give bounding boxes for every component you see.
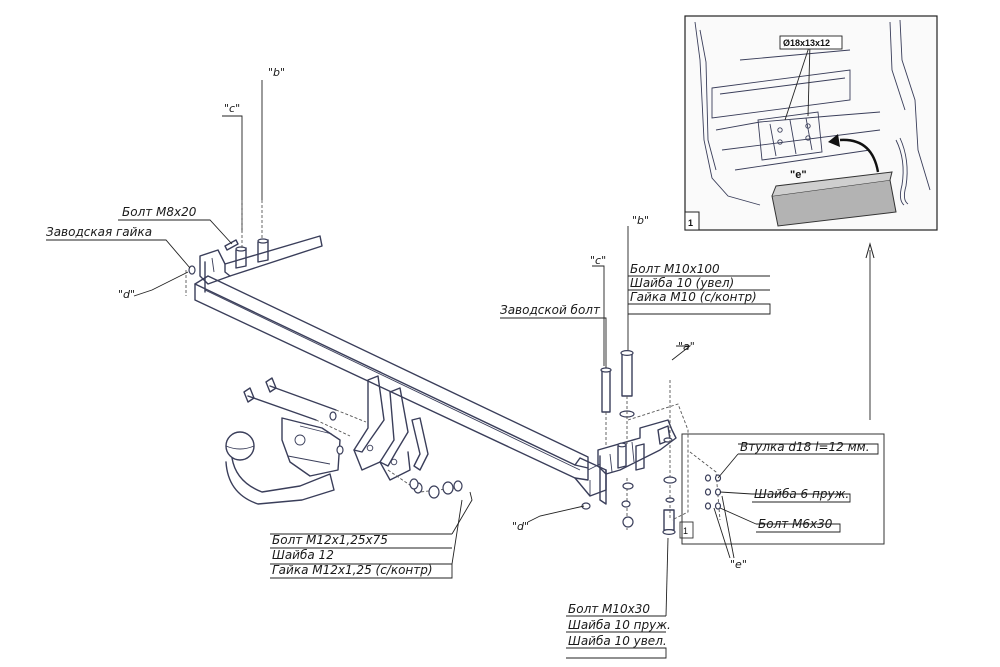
label-nut-m10-lock: Гайка М10 (с/контр) xyxy=(630,290,757,304)
inset-detail-view: 1 Ø18x13x12 "e" xyxy=(684,15,938,231)
callout-e: "e" xyxy=(730,558,747,571)
label-bolt-m12: Болт М12х1,25х75 xyxy=(272,533,388,547)
label-bolt-m10x100: Болт М10х100 xyxy=(630,262,720,276)
detail-link-arrow-icon xyxy=(865,242,875,259)
label-cage-bolt: Заводской болт xyxy=(500,303,601,317)
label-washer-6-spring: Шайба 6 пруж. xyxy=(754,487,849,501)
detail-ref-box xyxy=(679,521,694,539)
inset-number: 1 xyxy=(688,218,693,228)
callout-d-left: "d" xyxy=(118,288,135,301)
callout-b-right: "b" xyxy=(632,214,649,227)
label-washer-10-enlarged-2: Шайба 10 увел. xyxy=(568,634,667,648)
left-mounting-bracket xyxy=(199,235,323,293)
tow-ball-assembly xyxy=(225,417,341,505)
towbar-crossbeam xyxy=(194,275,607,497)
detail-region-outline xyxy=(627,403,689,521)
label-cage-nut: Заводская гайка xyxy=(46,225,152,239)
center-hanger-brackets xyxy=(353,375,429,481)
right-mounting-bracket xyxy=(597,419,677,505)
label-washer-12: Шайба 12 xyxy=(272,548,334,562)
callout-c-right: "c" xyxy=(590,254,606,267)
inset-callout-e: "e" xyxy=(790,169,807,181)
detail-ref-number: 1 xyxy=(683,526,688,536)
center-nuts-washers xyxy=(387,469,463,499)
ballmount-bolts xyxy=(243,377,367,455)
label-washer-10-enlarged: Шайба 10 (увел) xyxy=(630,276,734,290)
callout-c-left: "c" xyxy=(224,102,240,115)
label-bolt-m6x30: Болт М6х30 xyxy=(758,517,833,531)
label-bushing: Втулка d18 l=12 мм. xyxy=(740,440,870,454)
bumper-bracket-fasteners xyxy=(681,433,885,545)
hole-size-label: Ø18x13x12 xyxy=(783,38,830,48)
label-nut-m12-lock: Гайка М12х1,25 (с/контр) xyxy=(272,563,433,577)
callout-d-right: "d" xyxy=(512,520,529,533)
callout-a: "a" xyxy=(678,340,695,353)
label-washer-10-spring: Шайба 10 пруж. xyxy=(568,618,671,632)
callout-leaders xyxy=(46,80,879,659)
label-bolt-m8x20: Болт М8х20 xyxy=(122,205,197,219)
label-bolt-m10x30: Болт М10х30 xyxy=(568,602,650,616)
callout-b-left: "b" xyxy=(268,66,285,79)
